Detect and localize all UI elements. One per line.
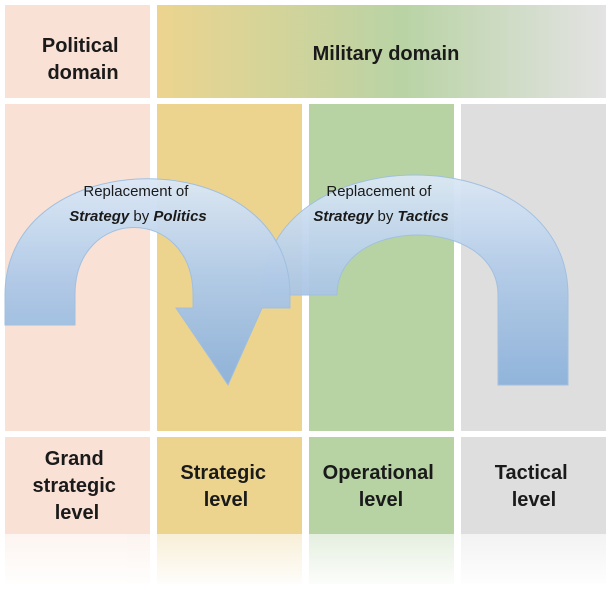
operational-level-box — [309, 437, 454, 534]
political-domain-label: Political domain — [42, 35, 124, 84]
tactical-level-label: Tactical level — [495, 462, 574, 511]
military-domain-label: Military domain — [313, 43, 460, 65]
strategic-level-box — [157, 437, 302, 534]
strategic-level-label: Strategic level — [180, 462, 271, 511]
political-domain-header — [5, 5, 150, 98]
reflection-fade — [0, 534, 610, 590]
military-domain-header — [157, 5, 606, 98]
politics-arrow-label: Replacement of Strategy by Politics — [69, 183, 207, 225]
tactics-arrow-label: Replacement of Strategy by Tactics — [313, 183, 448, 225]
tactical-level-box — [461, 437, 606, 534]
politics-replacement-arrow — [4, 178, 291, 387]
grand-strategic-level-label: Grand strategic level — [33, 448, 122, 524]
grand-strategic-level-box — [5, 437, 150, 534]
operational-level-label: Operational level — [323, 462, 440, 511]
tactics-replacement-arrow — [261, 174, 569, 386]
